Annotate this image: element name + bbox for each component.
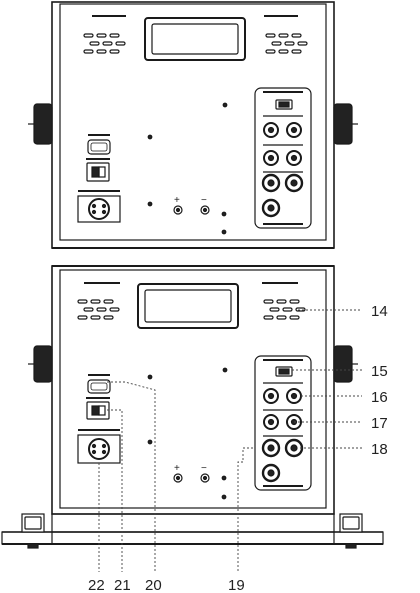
callout-15: 15	[371, 363, 388, 380]
top-handle	[144, 17, 246, 61]
stand-base	[1, 513, 384, 549]
bottom-minus-mark: −	[201, 463, 207, 474]
top-screws	[147, 102, 228, 235]
callout-22: 22	[88, 577, 105, 593]
top-side-knobs	[28, 103, 358, 145]
bottom-io-panel	[254, 355, 312, 491]
callout-16: 16	[371, 389, 388, 406]
top-dc-jacks	[173, 205, 210, 215]
top-io-panel	[254, 87, 312, 229]
top-vent-left	[83, 15, 126, 54]
top-minus-mark: −	[201, 195, 207, 206]
top-left-connectors	[77, 134, 121, 223]
bottom-side-knobs	[28, 345, 358, 383]
bottom-vent-left	[77, 282, 120, 320]
leader-lines	[98, 309, 362, 572]
polarity-marks: + − + −	[174, 195, 207, 474]
callout-17: 17	[371, 415, 388, 432]
callout-labels: 14 15 16 17 18 19 20 21 22	[88, 303, 388, 593]
top-plus-mark: +	[174, 195, 180, 206]
callout-20: 20	[145, 577, 162, 593]
bottom-plus-mark: +	[174, 463, 180, 474]
bottom-handle	[137, 283, 239, 329]
top-vent-right	[264, 15, 308, 54]
bottom-left-connectors	[77, 374, 121, 464]
bottom-dc-jacks	[173, 473, 210, 483]
callout-18: 18	[371, 441, 388, 458]
callout-19: 19	[228, 577, 245, 593]
bottom-screws	[147, 367, 228, 500]
bottom-vent-right	[262, 282, 306, 320]
callout-21: 21	[114, 577, 131, 593]
callout-14: 14	[371, 303, 388, 320]
